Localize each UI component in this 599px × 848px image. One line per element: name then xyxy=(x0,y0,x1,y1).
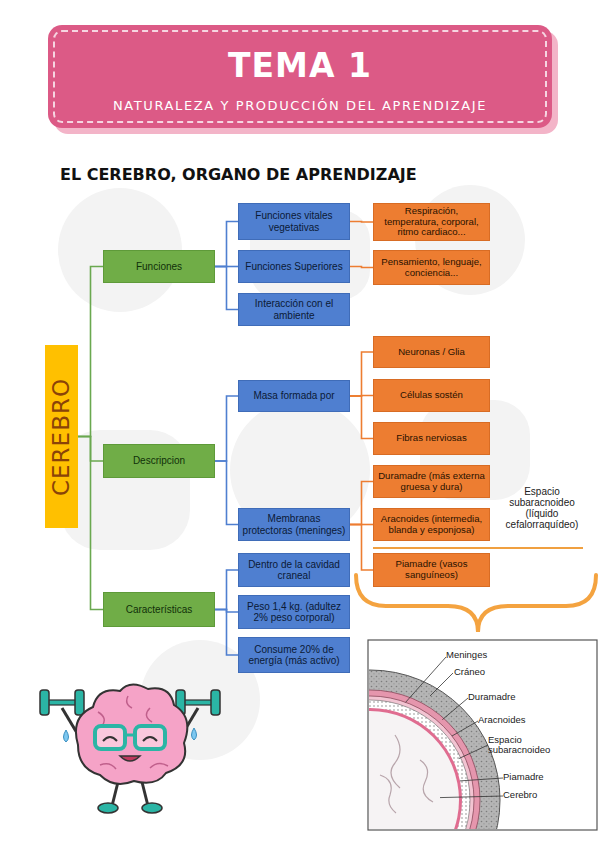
mascot-leg xyxy=(112,782,118,806)
detail-box: Células sostén xyxy=(373,379,490,412)
connector-line xyxy=(350,352,373,396)
annotation-label: Aracnoides xyxy=(478,715,548,725)
box-text: Dentro de la cavidad craneal xyxy=(242,559,346,581)
connector-line xyxy=(215,461,238,525)
connector-line xyxy=(350,525,373,571)
box-text: Características xyxy=(126,604,193,615)
annotation-label: Espacio subaracnoideo xyxy=(488,735,568,756)
connector-line xyxy=(350,482,373,525)
annotation-label: Cerebro xyxy=(503,790,563,800)
leader-line xyxy=(459,745,488,759)
box-text: Peso 1,4 kg. (adultez 2% peso corporal) xyxy=(242,601,346,623)
dura-layer xyxy=(369,690,480,829)
category-box: Características xyxy=(103,592,215,627)
detail-box: Aracnoides (intermedia, blanda y esponjo… xyxy=(373,508,490,541)
brain-tissue xyxy=(369,711,459,829)
underline xyxy=(373,547,583,549)
box-text: Duramadre (más externa gruesa y dura) xyxy=(377,471,486,492)
leader-line xyxy=(406,657,446,702)
box-text: Funciones xyxy=(136,261,182,272)
subcategory-box: Interacción con el ambiente xyxy=(238,293,350,326)
box-text: Masa formada por xyxy=(253,390,334,401)
box-text: Células sostén xyxy=(400,390,463,401)
detail-box: Fibras nerviosas xyxy=(373,422,490,455)
box-text: Pensamiento, lenguaje, conciencia... xyxy=(377,257,486,278)
dumbbell-plate xyxy=(75,690,84,715)
mascot-glasses xyxy=(125,734,135,737)
box-text: Membranas protectoras (meninges) xyxy=(242,513,346,535)
annotation-label: Piamadre xyxy=(503,772,563,782)
box-text: Neuronas / Glia xyxy=(398,347,465,358)
subcategory-box: Masa formada por xyxy=(238,380,350,412)
detail-box: Pensamiento, lenguaje, conciencia... xyxy=(373,250,490,285)
subcategory-box: Funciones Superiores xyxy=(238,250,350,283)
watermark xyxy=(58,185,530,760)
mascot-mouth xyxy=(120,756,140,761)
leader-line xyxy=(430,673,453,696)
box-text: CEREBRO xyxy=(49,378,75,496)
detail-box: Piamadre (vasos sanguíneos) xyxy=(373,553,490,587)
watermark-shape xyxy=(230,400,370,540)
arachnoid-layer xyxy=(369,696,474,829)
dumbbell-plate xyxy=(211,690,220,715)
subcategory-box: Dentro de la cavidad craneal xyxy=(238,553,350,587)
leader-line xyxy=(442,698,468,720)
pia-layer xyxy=(369,708,462,829)
leader-lines xyxy=(406,657,503,798)
box-text: Piamadre (vasos sanguíneos) xyxy=(377,559,486,580)
annotation-label: Duramadre xyxy=(468,692,538,702)
leader-line xyxy=(440,796,503,798)
category-box: Funciones xyxy=(103,250,215,283)
mascot-leg xyxy=(142,782,148,806)
connector-line xyxy=(215,610,238,656)
box-text: NATURALEZA Y PRODUCCIÓN DEL APRENDIZAJE xyxy=(113,99,487,114)
box-text: TEMA 1 xyxy=(228,48,372,85)
dumbbell-plate xyxy=(40,690,49,715)
connector-line xyxy=(350,267,373,268)
subcategory-box: Consume 20% de energía (más activo) xyxy=(238,637,350,673)
annotation-label: Meninges xyxy=(446,650,506,660)
sweat-drop xyxy=(64,728,197,742)
connector-line xyxy=(78,437,103,610)
connector-line xyxy=(215,267,238,310)
annotation-label: Cráneo xyxy=(454,667,514,677)
mascot-shoe xyxy=(142,803,162,813)
box-text: Aracnoides (intermedia, blanda y esponjo… xyxy=(377,514,486,535)
box-text: Funciones vitales vegetativas xyxy=(242,210,346,232)
box-text: Funciones Superiores xyxy=(245,261,342,272)
detail-box: Duramadre (más externa gruesa y dura) xyxy=(373,465,490,498)
connector-line xyxy=(215,222,238,267)
mascot-eyes xyxy=(103,737,157,741)
leader-line xyxy=(460,778,503,781)
subarachnoid-space xyxy=(369,700,470,829)
section-heading: EL CEREBRO, ORGANO DE APRENDIZAJE xyxy=(60,165,417,184)
box-text: Interacción con el ambiente xyxy=(242,298,346,320)
box-text: Respiración, temperatura, corporal, ritm… xyxy=(377,206,486,238)
subcategory-box: Membranas protectoras (meninges) xyxy=(238,508,350,541)
subcategory-box: Funciones vitales vegetativas xyxy=(238,203,350,240)
subcategory-box: Peso 1,4 kg. (adultez 2% peso corporal) xyxy=(238,595,350,629)
detail-box: Neuronas / Glia xyxy=(373,336,490,368)
connector-line xyxy=(350,396,373,439)
connector-line xyxy=(78,267,103,437)
annotation-label: Espacio subaracnoideo (líquido cefalorra… xyxy=(494,486,590,530)
brain-mascot xyxy=(40,684,220,813)
mascot-shoe xyxy=(98,803,118,813)
box-text: Descripcion xyxy=(133,455,185,466)
category-box: Descripcion xyxy=(103,444,215,478)
connector-line xyxy=(350,221,373,223)
mascot-brain xyxy=(76,684,187,783)
connector-line xyxy=(215,396,238,461)
connector-line xyxy=(215,570,238,610)
box-text: Consume 20% de energía (más activo) xyxy=(242,644,346,666)
brain-gyri xyxy=(380,735,433,813)
leader-line xyxy=(452,721,478,736)
detail-box: Respiración, temperatura, corporal, ritm… xyxy=(373,203,490,241)
title-banner: TEMA 1 NATURALEZA Y PRODUCCIÓN DEL APREND… xyxy=(48,25,552,128)
box-text: Fibras nerviosas xyxy=(396,433,466,444)
root-box: CEREBRO xyxy=(45,345,78,528)
